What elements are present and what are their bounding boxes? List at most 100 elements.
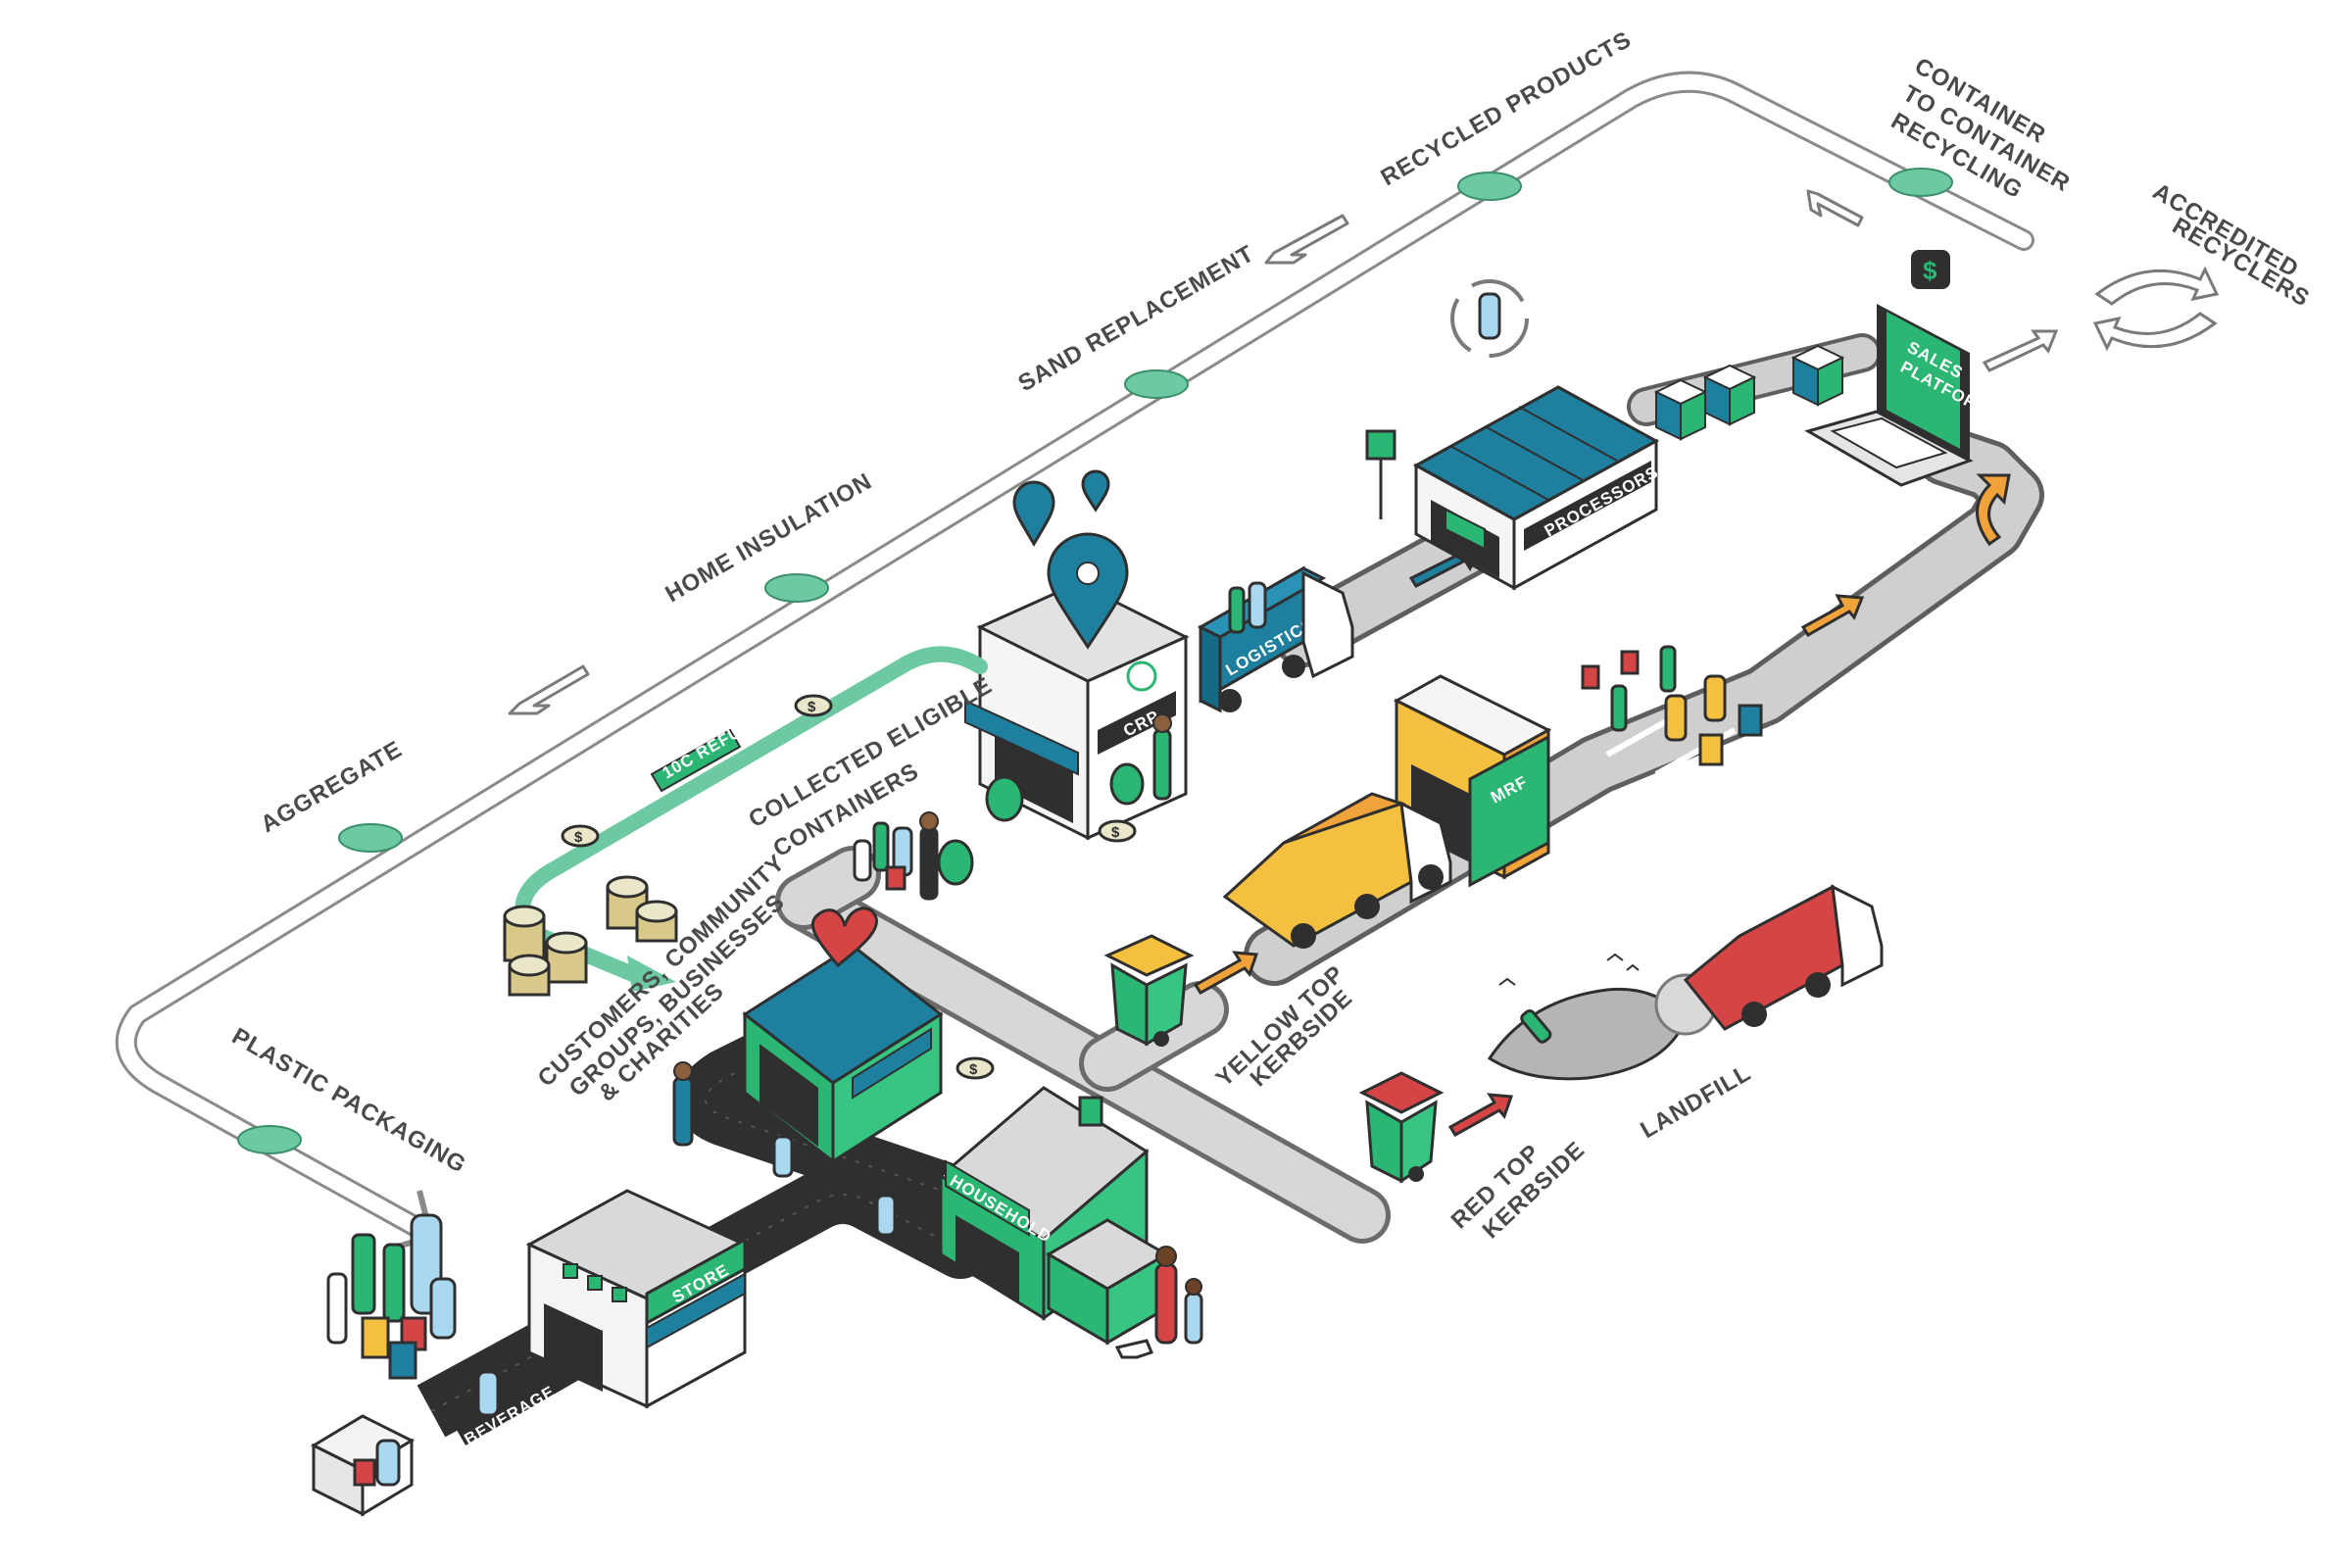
plastic-bottle bbox=[772, 1135, 794, 1178]
refund-arrowhead bbox=[627, 956, 676, 992]
juice-bottle bbox=[1664, 694, 1688, 742]
household-building: HOUSEHOLD bbox=[938, 1086, 1169, 1346]
yellow-garbage-truck bbox=[1222, 792, 1452, 949]
person-figure bbox=[672, 1076, 694, 1147]
loop-nodes bbox=[237, 168, 1953, 1154]
clear-bottle bbox=[853, 839, 872, 882]
coin-icon bbox=[561, 824, 600, 848]
truck-wheel bbox=[1354, 894, 1380, 919]
plastic-bottle bbox=[875, 1194, 897, 1237]
mrf-building: MRF bbox=[1393, 645, 1763, 888]
arrow-up-right-icon bbox=[1800, 594, 1865, 638]
truck-wheel bbox=[1218, 689, 1242, 712]
heart-icon bbox=[810, 906, 879, 968]
logistics-truck: LOGISTICS bbox=[1197, 565, 1354, 713]
truck-wheel bbox=[1291, 923, 1316, 949]
coin-icon bbox=[956, 1056, 995, 1080]
person-figure bbox=[1152, 728, 1172, 801]
recycle-icon bbox=[1450, 279, 1529, 358]
store-window bbox=[563, 1263, 578, 1279]
drink-can bbox=[885, 865, 906, 891]
loop-node-plastic-packaging bbox=[237, 1125, 302, 1154]
green-bottle bbox=[1228, 586, 1246, 634]
green-bottle bbox=[872, 821, 890, 872]
red-garbage-truck bbox=[1683, 884, 1884, 1031]
loop-direction-arrows bbox=[508, 189, 1864, 715]
drink-can bbox=[353, 1458, 376, 1487]
processors-building: PROCESSORS bbox=[1365, 279, 1662, 591]
arrow-up-right-icon bbox=[1447, 1093, 1514, 1138]
plastic-bottle bbox=[429, 1277, 457, 1340]
curved-arrow-icon bbox=[1976, 473, 2011, 547]
loop-node-container-recycling bbox=[1888, 168, 1953, 197]
truck-wheel bbox=[1418, 864, 1444, 890]
family-figures bbox=[672, 1061, 1203, 1359]
juice-carton bbox=[361, 1316, 390, 1359]
truck-wheel bbox=[1282, 655, 1305, 678]
clear-bottle bbox=[326, 1272, 348, 1345]
coin-dollar: $ bbox=[969, 1061, 978, 1078]
person-figure bbox=[1154, 1262, 1178, 1345]
dollar-chat-symbol: $ bbox=[1923, 256, 1937, 285]
plastic-bottle bbox=[1248, 581, 1267, 629]
person-figure bbox=[919, 826, 939, 901]
crp-building: CRP $ bbox=[853, 469, 1190, 901]
coin-dollar: $ bbox=[1111, 824, 1120, 841]
coin-icon bbox=[794, 694, 833, 717]
crp-logo bbox=[1126, 661, 1157, 692]
loop-node-home-insulation bbox=[764, 573, 829, 603]
red-top-bin bbox=[1358, 1071, 1514, 1184]
landfill bbox=[1487, 953, 1717, 1081]
green-bottle bbox=[1520, 1009, 1552, 1044]
arrow-up-right-icon bbox=[1982, 329, 2059, 372]
store-window bbox=[612, 1287, 627, 1302]
loop-node-sand-replacement bbox=[1124, 369, 1189, 399]
green-bottle bbox=[382, 1243, 406, 1323]
signpost bbox=[1365, 429, 1396, 461]
label-landfill: LANDFILL bbox=[1637, 1059, 1756, 1144]
arrow-left-icon bbox=[1264, 214, 1349, 265]
plastic-bottle bbox=[476, 1370, 500, 1417]
coin-dollar: $ bbox=[808, 699, 816, 715]
plastic-bottle bbox=[1478, 292, 1501, 340]
dollar-chat-icon bbox=[1911, 250, 1950, 289]
arrow-up-right-icon bbox=[1193, 951, 1259, 996]
label-plastic-packaging: PLASTIC PACKAGING bbox=[227, 1023, 470, 1179]
drink-can bbox=[1620, 650, 1640, 675]
truck-wheel bbox=[1805, 972, 1831, 998]
chimney bbox=[1078, 1096, 1103, 1127]
container-bag bbox=[937, 839, 974, 886]
coin-stacks bbox=[503, 875, 678, 997]
plastic-bottle bbox=[375, 1439, 401, 1487]
sales-platform-laptop: SALES PLATFORM $ bbox=[1804, 250, 2059, 547]
green-bottle bbox=[1610, 684, 1628, 732]
green-bottle bbox=[351, 1233, 376, 1315]
loop-node-aggregate bbox=[338, 823, 403, 853]
truck-wheel bbox=[1741, 1002, 1767, 1027]
green-bottle bbox=[1659, 645, 1677, 693]
coin-dollar: $ bbox=[574, 829, 583, 846]
label-aggregate: AGGREGATE bbox=[257, 736, 408, 838]
drink-can bbox=[1581, 664, 1600, 690]
map-pin-icon bbox=[1047, 532, 1129, 650]
juice-carton bbox=[1738, 704, 1763, 737]
coin-icon bbox=[1098, 819, 1137, 843]
map-pin-icon bbox=[1081, 469, 1110, 513]
loop-node-recycled-products bbox=[1457, 172, 1522, 201]
recycle-cycle-icon bbox=[2092, 266, 2220, 352]
container-bag bbox=[1109, 762, 1145, 806]
juice-carton bbox=[1698, 733, 1724, 766]
juice-carton bbox=[388, 1341, 417, 1380]
person-figure bbox=[1184, 1292, 1203, 1345]
charity-store: $ bbox=[742, 906, 995, 1237]
store-building: STORE bbox=[525, 1189, 749, 1409]
yellow-top-bin bbox=[1103, 934, 1259, 1047]
juice-bottle bbox=[1703, 674, 1727, 722]
map-pin-icon bbox=[1012, 480, 1055, 547]
container-blocks bbox=[1653, 344, 1845, 441]
container-bag bbox=[985, 775, 1024, 822]
dog-figure bbox=[1114, 1339, 1154, 1359]
store-window bbox=[587, 1275, 603, 1291]
arrow-left-icon bbox=[1806, 189, 1864, 227]
